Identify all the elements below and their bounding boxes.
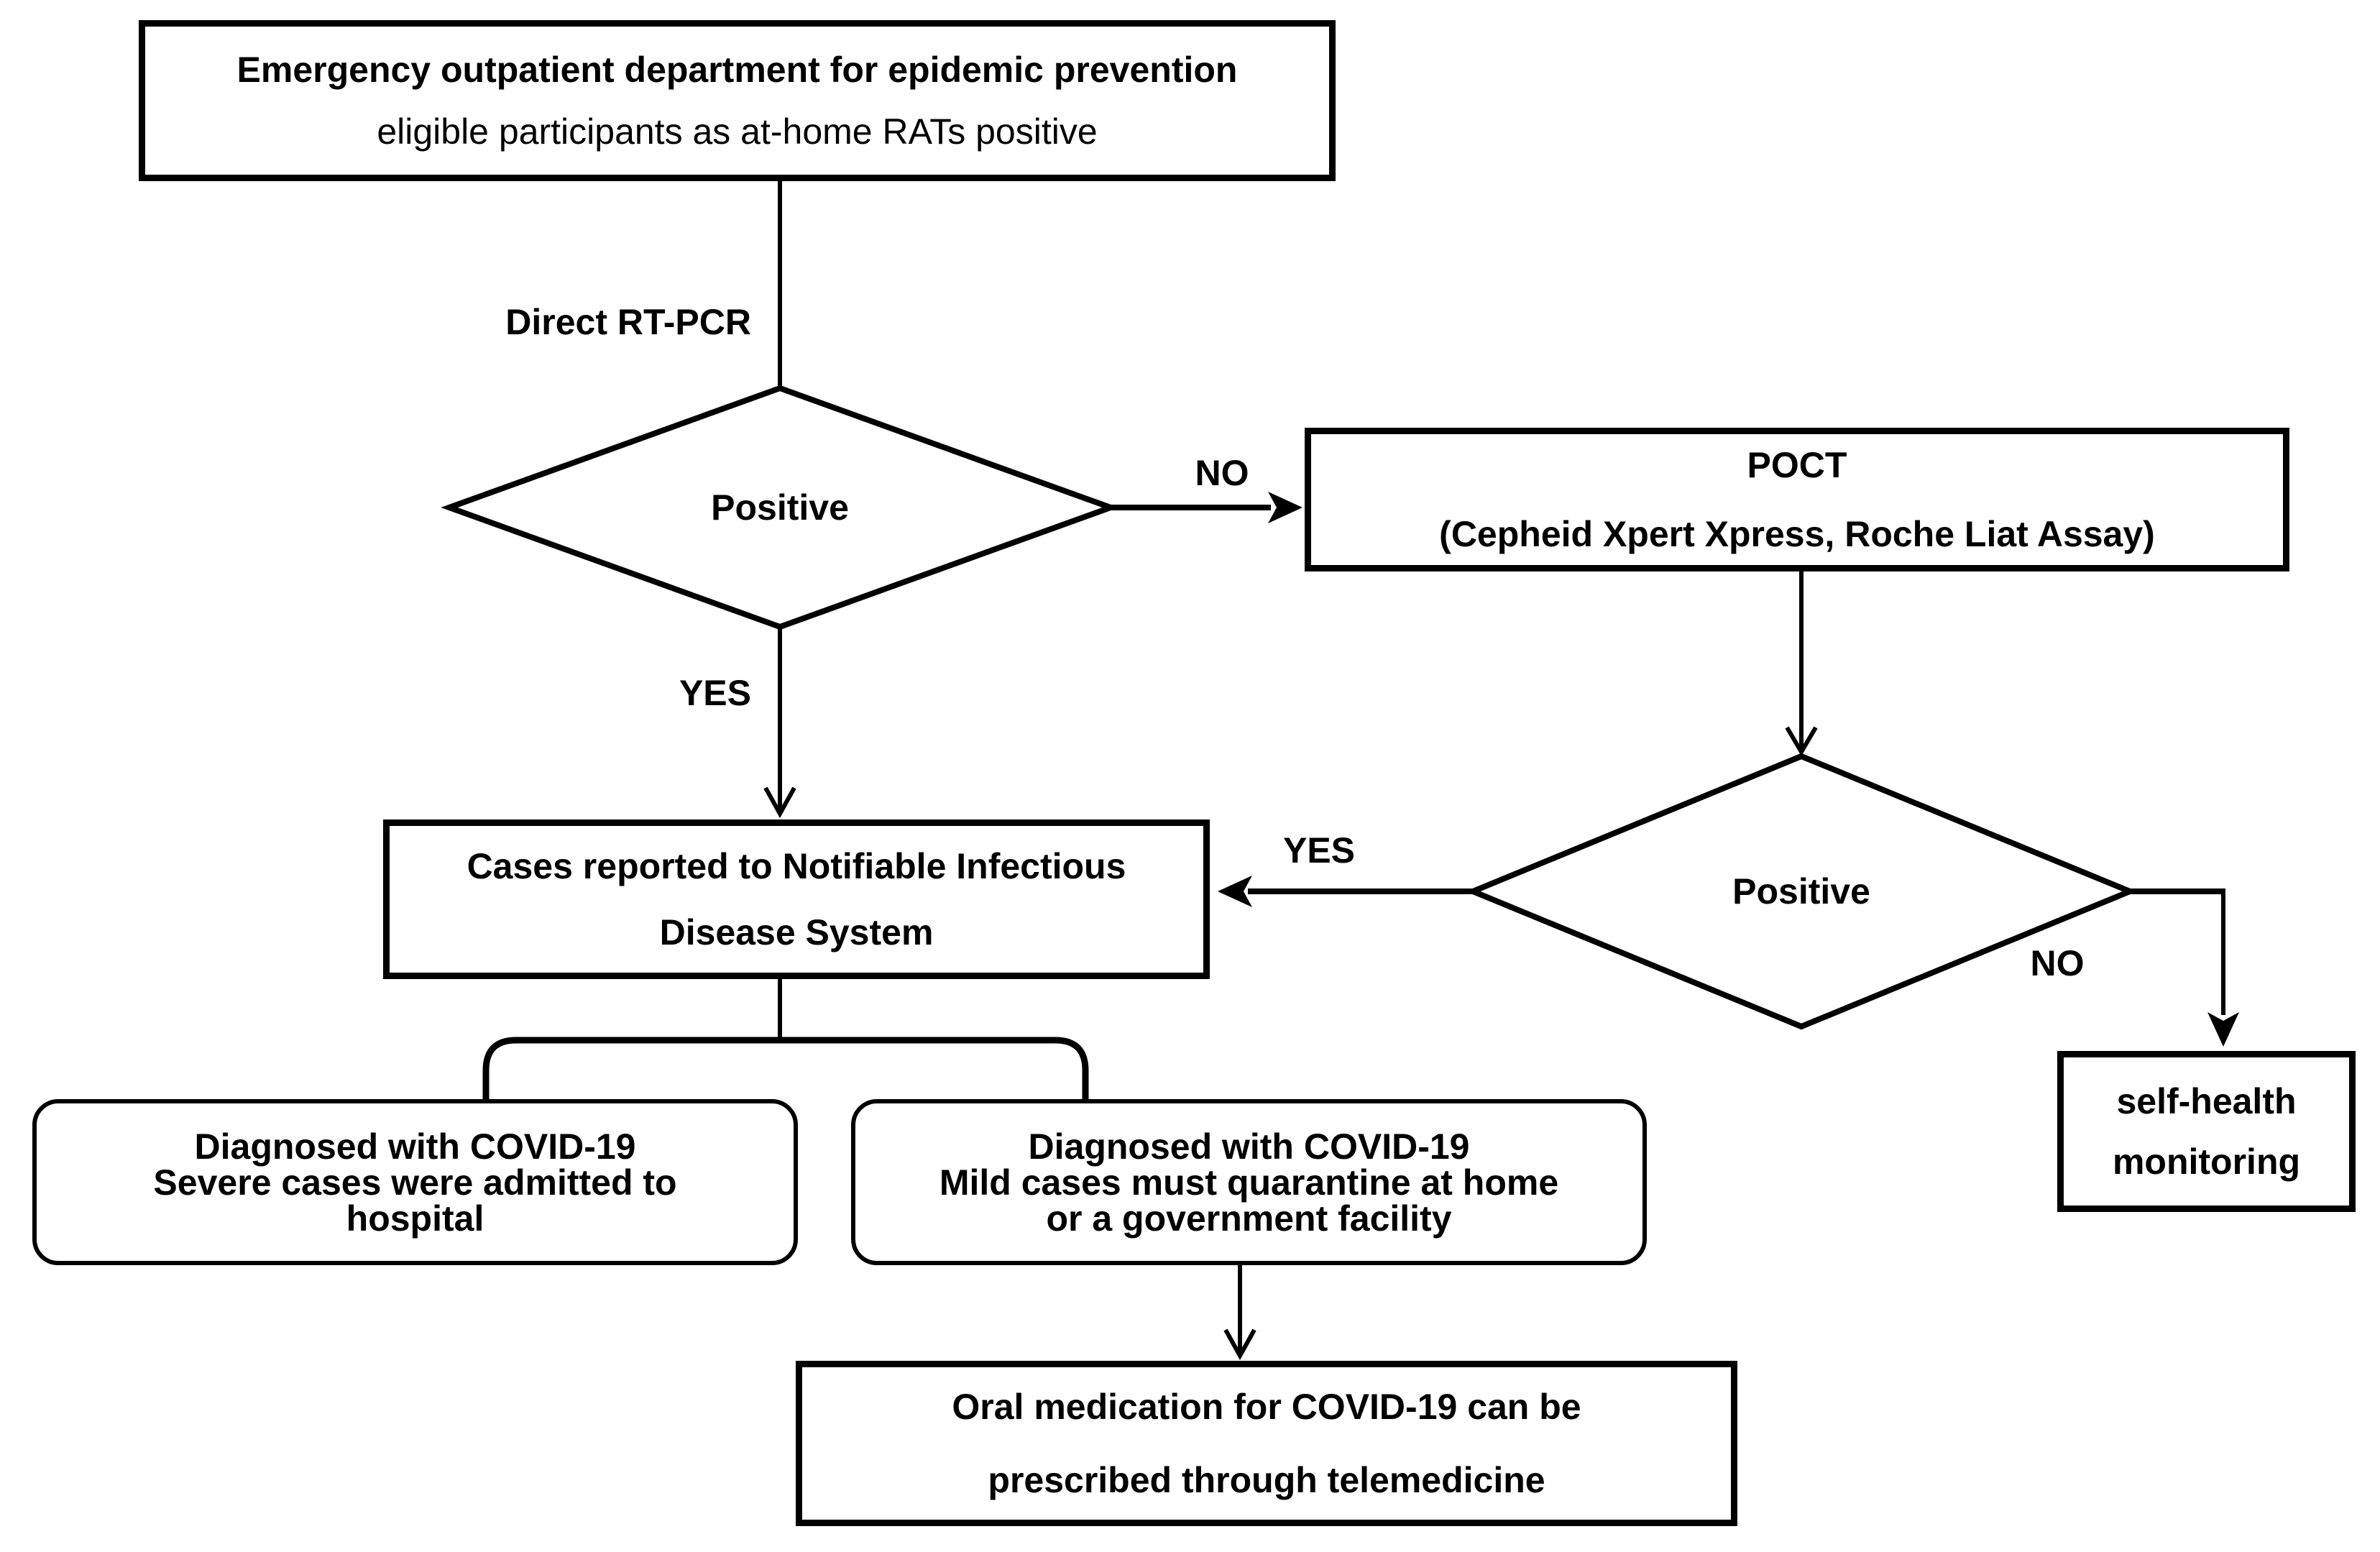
edge-label-yes1: YES — [679, 673, 751, 713]
edge-label-no2: NO — [2030, 943, 2085, 983]
node-oral: Oral medication for COVID-19 can be pres… — [796, 1361, 1737, 1526]
node-mild: Diagnosed with COVID-19 Mild cases must … — [851, 1099, 1647, 1265]
decision-poct-label: Positive — [1732, 871, 1870, 912]
decision-diamond-poct — [1465, 753, 2138, 1030]
node-report: Cases reported to Notifiable Infectious … — [383, 819, 1210, 979]
node-poct-line1: POCT — [1747, 445, 1847, 485]
arrowhead-mild-to-oral — [1223, 1328, 1256, 1361]
edge-label-yes2: YES — [1282, 830, 1356, 871]
arrowhead-poct-to-decision2 — [1785, 726, 1818, 756]
arrowhead-no2-to-selfhealth — [2207, 1012, 2239, 1047]
edge-split-bracket — [482, 1037, 1089, 1118]
node-start-line2: eligible participants as at-home RATs po… — [377, 111, 1098, 152]
arrowhead-no-to-poct — [1268, 492, 1302, 523]
node-oral-line1: Oral medication for COVID-19 can be — [952, 1387, 1581, 1427]
node-report-line1: Cases reported to Notifiable Infectious — [467, 846, 1126, 886]
node-severe-line2: Severe cases were admitted to — [153, 1162, 677, 1203]
decision-rtpcr-label: Positive — [711, 487, 849, 528]
node-mild-line2: Mild cases must quarantine at home — [939, 1162, 1559, 1203]
arrowhead-yes-to-report — [1218, 876, 1252, 907]
arrowhead-yes1-to-report — [763, 786, 796, 819]
node-severe-line3: hospital — [346, 1198, 484, 1239]
node-self-health-line2: monitoring — [2112, 1142, 2301, 1182]
node-start-line1: Emergency outpatient department for epid… — [236, 50, 1238, 90]
node-mild-line1: Diagnosed with COVID-19 — [1028, 1126, 1470, 1167]
node-self-health: self-health monitoring — [2057, 1051, 2356, 1212]
node-oral-line2: prescribed through telemedicine — [988, 1460, 1545, 1500]
node-report-line2: Disease System — [659, 912, 934, 952]
node-poct-line2: (Cepheid Xpert Xpress, Roche Liat Assay) — [1439, 514, 2155, 554]
edge-label-direct-rtpcr: Direct RT-PCR — [505, 302, 751, 342]
node-severe: Diagnosed with COVID-19 Severe cases wer… — [32, 1099, 798, 1265]
node-severe-line1: Diagnosed with COVID-19 — [194, 1126, 636, 1167]
node-poct: POCT (Cepheid Xpert Xpress, Roche Liat A… — [1305, 428, 2289, 571]
node-mild-line3: or a government facility — [1046, 1198, 1452, 1239]
node-self-health-line1: self-health — [2116, 1081, 2297, 1121]
edge-label-no1: NO — [1195, 453, 1249, 493]
node-start: Emergency outpatient department for epid… — [139, 20, 1336, 181]
